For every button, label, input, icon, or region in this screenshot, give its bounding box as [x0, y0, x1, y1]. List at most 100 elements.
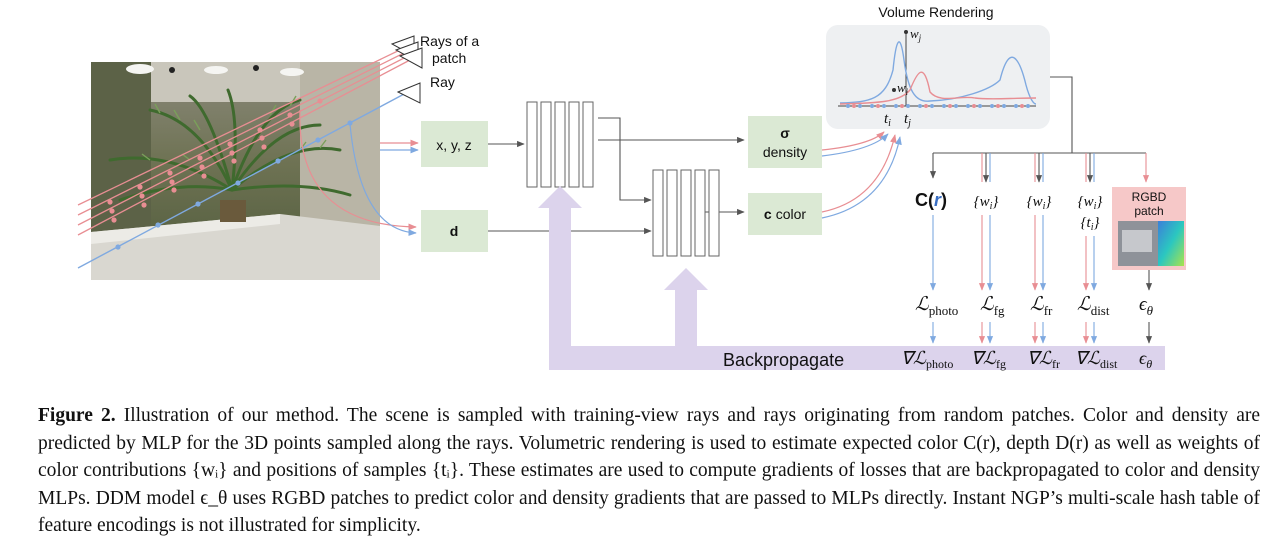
grad-fr-sym: ∇ℒ [1027, 348, 1053, 368]
output-bus [929, 76, 1146, 183]
input-connectors [299, 109, 419, 236]
d-input-box [421, 210, 488, 252]
grad-photo-sym: ∇ℒ [901, 348, 927, 368]
loss-fr: ℒfr [1030, 294, 1053, 318]
grad-epsilon: ϵθ [1139, 348, 1152, 371]
render-connectors [821, 131, 902, 219]
color-label: color [776, 206, 807, 222]
grad-fr: ∇ℒfr [1027, 348, 1060, 371]
w-sub: i [1094, 201, 1097, 212]
volume-rendering-plot [838, 30, 1037, 108]
weights-label-dist: {wi} [1078, 194, 1103, 212]
patch-ray-points [107, 98, 323, 223]
c-close: ) [941, 190, 947, 210]
grad-fg-sub: fg [996, 357, 1006, 371]
tj-label: tj [904, 111, 911, 129]
figure-caption: Figure 2. Illustration of our method. Th… [38, 402, 1260, 540]
epsilon-sym: ϵ [1139, 294, 1148, 315]
loss-connectors [929, 215, 1153, 291]
mlp-arrows [488, 117, 745, 235]
grad-fg: ∇ℒfg [971, 348, 1006, 371]
r-symbol: r [934, 190, 942, 210]
wi-label: wi [897, 80, 909, 97]
ray-camera-icon [396, 82, 421, 104]
color-mlp [652, 169, 720, 257]
grad-dist-sym: ∇ℒ [1075, 348, 1101, 368]
rays-patch-label-1: Rays of a [420, 33, 479, 49]
patch-rays [77, 47, 411, 236]
w-close: } [992, 194, 998, 210]
sigma-symbol: σ [780, 125, 790, 141]
ray-label: Ray [430, 74, 455, 90]
epsilon-sub: θ [1147, 303, 1154, 318]
weights-label-fg: {wi} [974, 194, 999, 212]
loss-dist-sub: dist [1091, 303, 1110, 318]
loss-photo-sym: ℒ [915, 294, 930, 315]
grad-fr-sub: fr [1052, 357, 1060, 371]
grad-photo-sub: photo [926, 357, 953, 371]
grad-photo: ∇ℒphoto [901, 348, 953, 371]
positions-label-dist: {ti} [1081, 215, 1100, 233]
color-symbol: c [764, 206, 772, 222]
grad-fg-sym: ∇ℒ [971, 348, 997, 368]
caption-lead: Figure 2. [38, 405, 116, 426]
loss-fr-sub: fr [1044, 303, 1053, 318]
wi-sub: i [906, 87, 909, 97]
grad-dist-sub: dist [1100, 357, 1118, 371]
rays-patch-label-2: patch [432, 50, 466, 66]
grad-epsilon-sym: ϵ [1139, 348, 1147, 368]
loss-dist-sym: ℒ [1077, 294, 1092, 315]
bus-colored-lines [981, 153, 1150, 183]
wj-symbol: w [910, 26, 919, 41]
loss-fg: ℒfg [980, 294, 1005, 318]
density-mlp [526, 101, 594, 188]
ti-label: ti [884, 111, 891, 129]
backprop-path [538, 186, 1165, 370]
tj-sub: j [906, 118, 911, 129]
caption-text: Illustration of our method. The scene is… [38, 405, 1260, 536]
c-symbol: C( [915, 190, 934, 210]
color-output-box [748, 193, 822, 235]
expected-color-label: C(r) [915, 190, 947, 210]
w-sub: i [1043, 201, 1046, 212]
density-label: density [763, 144, 807, 160]
w-close: } [1045, 194, 1051, 210]
loss-photo: ℒphoto [915, 294, 958, 318]
loss-fg-sym: ℒ [980, 294, 995, 315]
grad-connectors [929, 322, 1153, 344]
w-open: {w [1078, 194, 1094, 210]
loss-photo-sub: photo [929, 303, 959, 318]
t-close: } [1093, 215, 1099, 231]
t-open: {t [1081, 215, 1092, 231]
grad-epsilon-sub: θ [1146, 357, 1152, 371]
d-label: d [450, 223, 459, 239]
grad-dist: ∇ℒdist [1075, 348, 1118, 371]
rgbd-label-1: RGBD [1132, 190, 1167, 204]
weights-label-fr: {wi} [1027, 194, 1052, 212]
loss-fg-sub: fg [994, 303, 1005, 318]
w-open: {w [974, 194, 990, 210]
volume-rendering-title: Volume Rendering [878, 4, 993, 20]
rgbd-label-2: patch [1134, 204, 1163, 218]
loss-dist: ℒdist [1077, 294, 1110, 318]
w-open: {w [1027, 194, 1043, 210]
w-close: } [1096, 194, 1102, 210]
wj-sub: j [918, 33, 922, 43]
rgbd-patch-image [1118, 221, 1184, 266]
backprop-label: Backpropagate [723, 350, 844, 370]
wi-symbol: w [897, 80, 906, 95]
xyz-input-box [421, 121, 488, 167]
w-sub: i [990, 201, 993, 212]
t-sub: i [1091, 222, 1094, 233]
xyz-label: x, y, z [436, 137, 472, 153]
loss-fr-sym: ℒ [1030, 294, 1045, 315]
volume-rendering-panel [826, 25, 1050, 129]
wj-label: wj [910, 26, 922, 43]
patch-camera-icon [390, 35, 423, 69]
ti-sub: i [888, 118, 891, 129]
tj-symbol: t [904, 111, 909, 127]
single-ray [77, 92, 407, 269]
scene-photo [91, 62, 380, 280]
ti-symbol: t [884, 111, 889, 127]
